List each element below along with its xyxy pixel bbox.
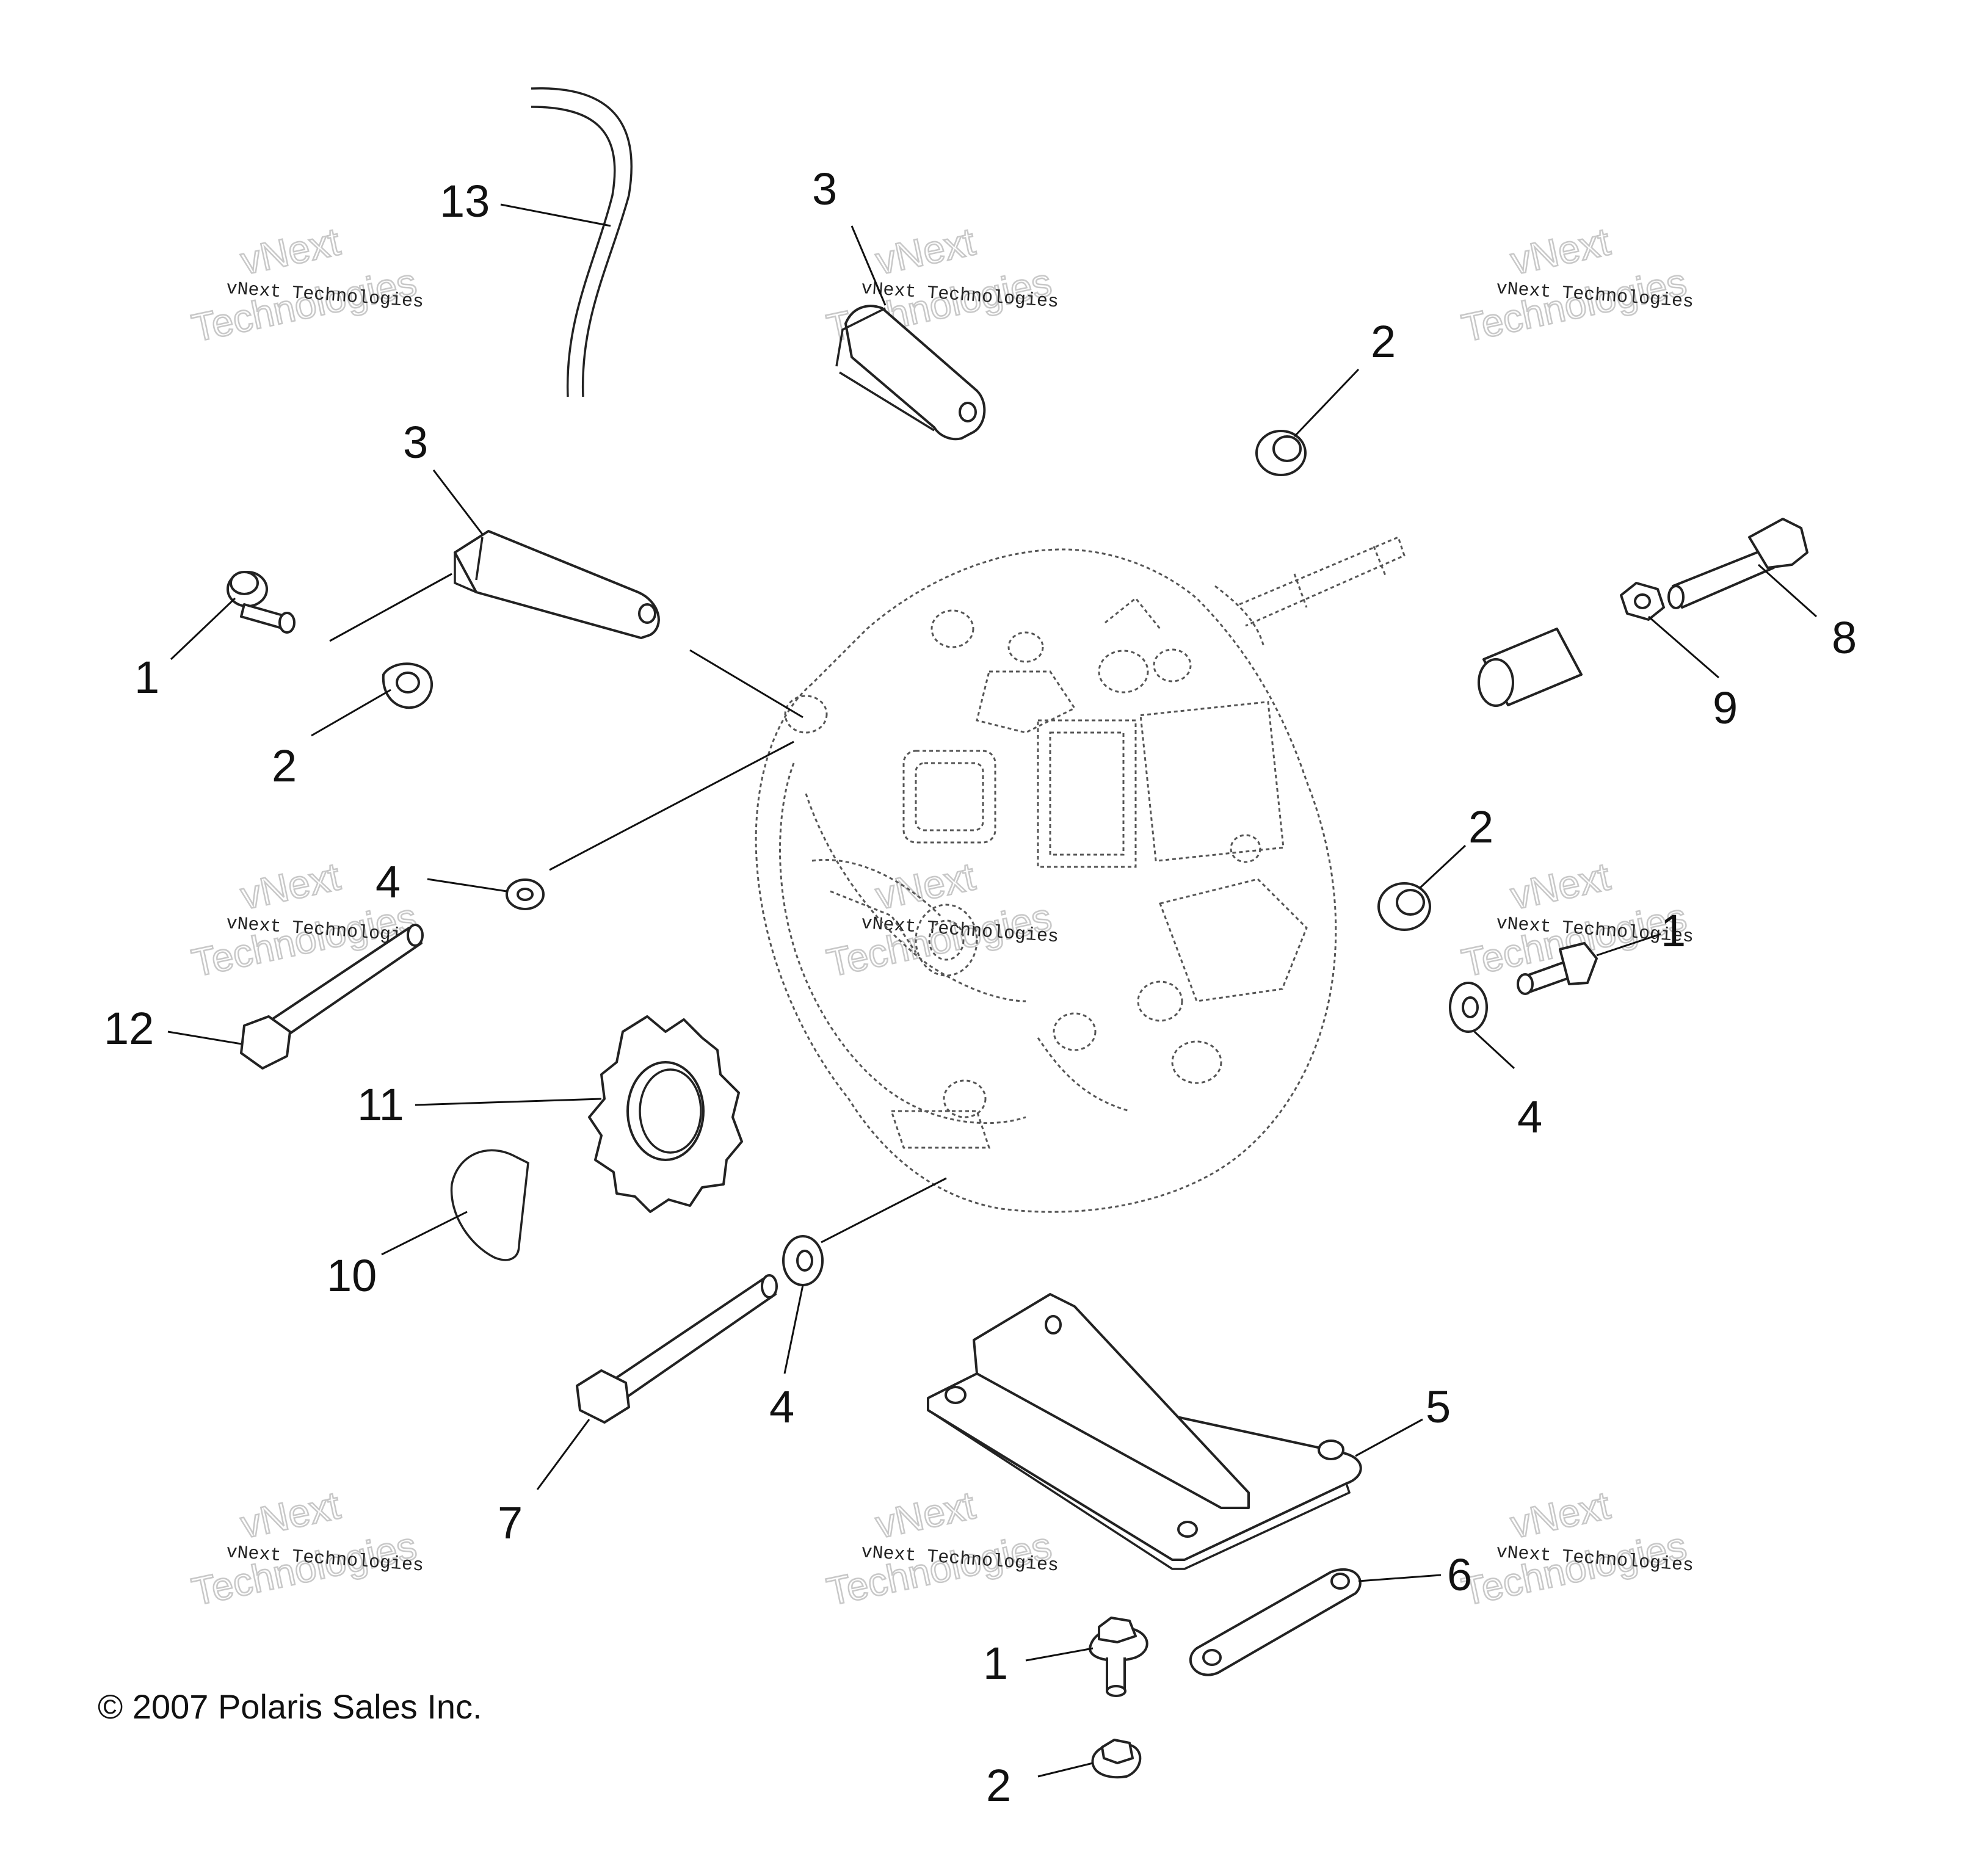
spacer-sleeve [1478,628,1583,707]
flange-nut-right [1377,882,1431,931]
watermark-bottom-right: vNext Technologies vNext Technologies [1457,1482,1694,1615]
hose [531,87,633,397]
watermark-big-1: vNext [872,219,979,283]
hex-bolt-7 [576,1274,778,1424]
flange-nut-left [382,662,433,709]
watermark-big-1: vNext [237,854,344,918]
watermark-big-1: vNext [1507,1483,1614,1546]
link-strap [1189,1568,1362,1676]
callout-7: 7 [498,1498,523,1548]
flange-bolt-right [1517,942,1598,995]
flange-bolt-left [227,571,296,634]
watermark-big-1: vNext [872,854,979,918]
callout-4-left: 4 [375,857,401,907]
callout-3-left: 3 [403,417,428,468]
watermark-bottom-center: vNext Technologies vNext Technologies [822,1482,1059,1615]
watermark-top-right: vNext Technologies vNext Technologies [1457,219,1694,351]
leader-lines [167,203,1818,1778]
callout-3-top: 3 [812,164,837,214]
mounting-plate [927,1293,1362,1570]
hose-inner-edge [531,106,616,397]
callout-1-left: 1 [134,652,159,703]
washer-left [506,878,545,910]
callout-labels: 13 3 3 2 8 9 1 2 4 2 1 4 12 11 10 4 7 5 … [104,164,1857,1811]
callout-2-left: 2 [272,741,297,791]
hex-bolt-12 [240,924,424,1070]
watermark-bottom-left: vNext Technologies vNext Technologies [187,1482,424,1615]
hex-bolt-8 [1667,518,1808,609]
watermark-top-left: vNext Technologies vNext Technologies [187,219,424,351]
hex-nut-9 [1620,582,1665,621]
callout-13: 13 [440,176,490,226]
transmission-housing [755,535,1406,1213]
sprocket [588,1015,743,1213]
flange-nut-bottom [1091,1739,1142,1779]
watermark-middle-center: vNext Technologies vNext Technologies [822,853,1059,986]
washer-right [1449,982,1488,1033]
watermark-big-1: vNext [237,219,344,283]
callout-1-bottom: 1 [983,1638,1008,1689]
copyright-notice: © 2007 Polaris Sales Inc. [98,1687,482,1726]
callout-4-right: 4 [1517,1092,1542,1142]
callout-10: 10 [327,1250,377,1301]
watermark-big-1: vNext [237,1483,344,1546]
washer-bottom [782,1235,824,1286]
callout-2-top-right: 2 [1371,316,1396,367]
watermark-big-1: vNext [872,1483,979,1546]
flange-nut-top-right [1255,430,1307,476]
watermark-big-1: vNext [1507,854,1614,918]
callout-11: 11 [357,1079,404,1130]
callout-12: 12 [104,1003,154,1054]
callout-9: 9 [1713,683,1738,733]
callout-4-bottom: 4 [769,1382,794,1432]
watermark-big-1: vNext [1507,219,1614,283]
callout-2-bottom: 2 [986,1760,1011,1811]
snap-ring [450,1149,529,1261]
bracket-left [454,530,660,639]
flange-bolt-bottom [1089,1617,1148,1697]
callout-5: 5 [1426,1382,1451,1432]
callout-6: 6 [1447,1549,1472,1600]
bracket-top [835,305,986,441]
callout-8: 8 [1832,612,1857,663]
callout-1-right: 1 [1661,905,1686,956]
callout-2-right: 2 [1468,802,1493,852]
